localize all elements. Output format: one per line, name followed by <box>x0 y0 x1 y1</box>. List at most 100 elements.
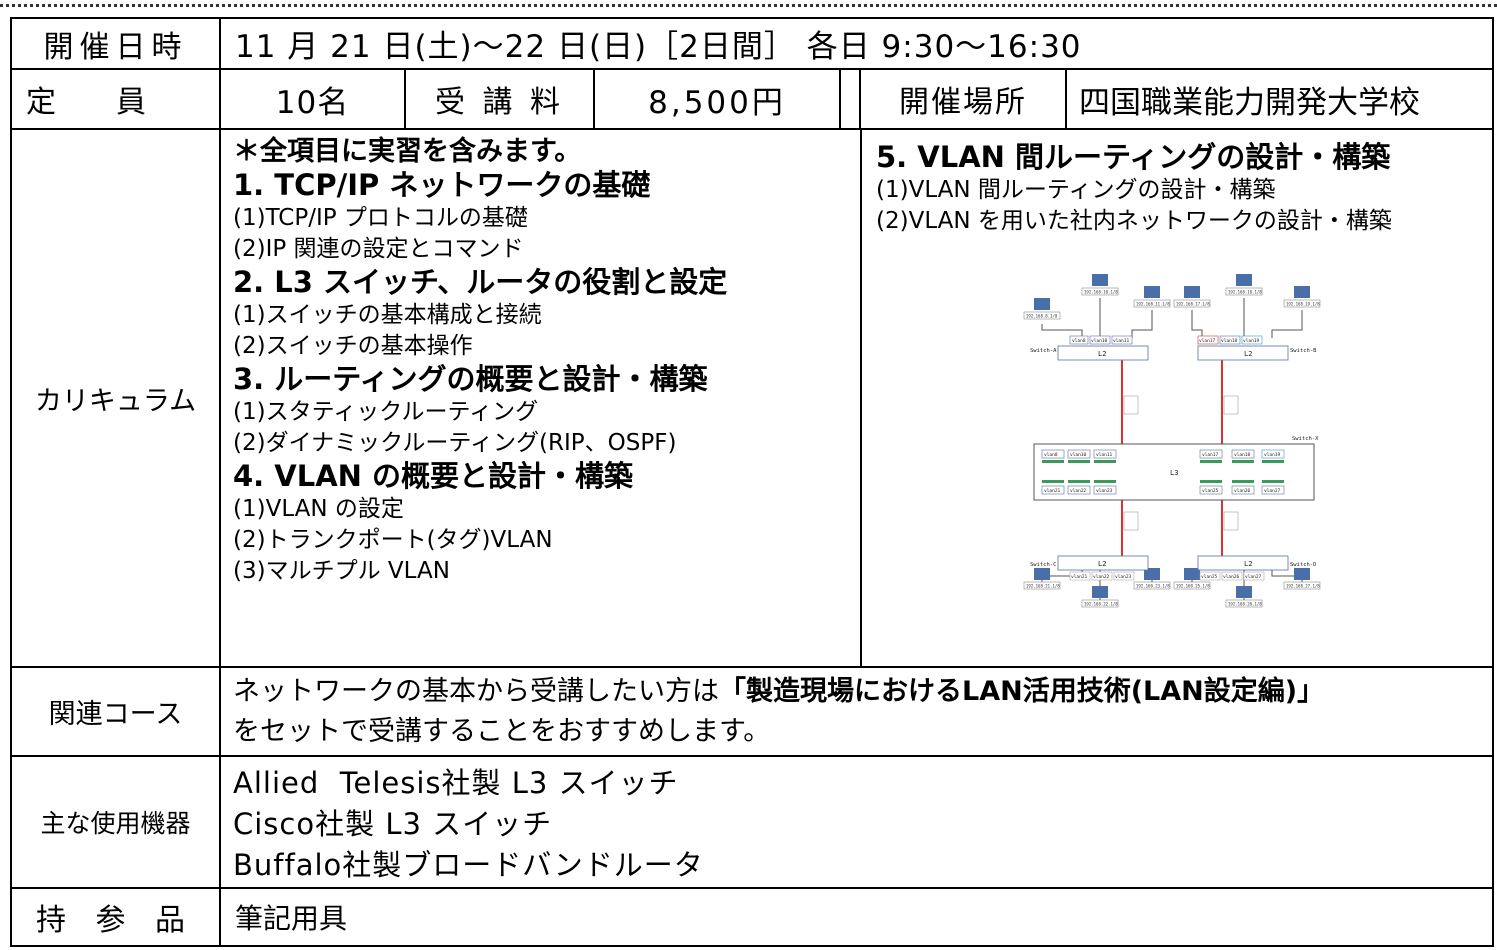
pc-icon <box>1236 274 1252 286</box>
pc-ip-label: 192.168.8.1/8 <box>1026 314 1058 319</box>
pc-ip-label: 192.168.18.1/8 <box>1228 290 1262 295</box>
dotted-separator <box>0 4 1497 7</box>
vlan-label: vlan8 <box>1044 452 1058 458</box>
pc-icon <box>1294 568 1310 580</box>
pc-icon <box>1144 286 1160 298</box>
related-line-1: ネットワークの基本から受講したい方は「製造現場におけるLAN活用技術(LAN設定… <box>233 672 1492 712</box>
vlan-label: vlan19 <box>1243 338 1260 344</box>
pc-icon <box>1034 568 1050 580</box>
vlan-label: vlan21 <box>1071 574 1088 580</box>
equipment-item: Allied Telesis社製 L3 スイッチ <box>233 766 679 800</box>
section-item: (2)IP 関連の設定とコマンド <box>233 236 524 262</box>
row-curriculum: カリキュラム ＊全項目に実習を含みます。 1. TCP/IP ネットワークの基礎… <box>10 130 1494 668</box>
schedule-value: 11 月 21 日(土)～22 日(日)［2日間］ 各日 9:30～16:30 <box>221 17 1494 70</box>
section-item: (1)VLAN 間ルーティングの設計・構築 <box>876 177 1276 203</box>
switch-a-type: L2 <box>1098 350 1106 358</box>
switch-c: L2 Switch-C vlan21 vlan22 vlan23 <box>1030 555 1149 581</box>
related-line-2: をセットで受講することをおすすめします。 <box>233 716 771 747</box>
fee-value: 8,500円 <box>595 70 841 130</box>
row-related: 関連コース ネットワークの基本から受講したい方は「製造現場におけるLAN活用技術… <box>10 668 1494 757</box>
pc-icon <box>1144 568 1160 580</box>
vlan-label: vlan22 <box>1093 574 1110 580</box>
section-title: 4. VLAN の概要と設計・構築 <box>233 459 634 493</box>
pc-ip-label: 192.168.27.1/8 <box>1286 584 1320 589</box>
switch-b: vlan17 vlan18 vlan19 L2 Switch-B <box>1197 335 1317 361</box>
switch-c-name: Switch-C <box>1030 562 1057 568</box>
vlan-label: vlan10 <box>1091 338 1108 344</box>
switch-b-name: Switch-B <box>1290 348 1317 354</box>
section-title: 1. TCP/IP ネットワークの基礎 <box>233 168 651 202</box>
row-capacity: 定 員 10名 受 講 料 8,500円 開催場所 四国職業能力開発大学校 <box>10 70 1494 130</box>
vlan-label: vlan21 <box>1044 488 1061 494</box>
switch-d: L2 Switch-D vlan25 vlan26 vlan27 <box>1197 555 1317 581</box>
pc-icon <box>1184 568 1200 580</box>
capacity-label-text: 定 員 <box>26 85 146 120</box>
switch-a: vlan8 vlan10 vlan11 L2 Switch-A <box>1030 335 1149 361</box>
related-label: 関連コース <box>10 668 221 757</box>
vlan-label: vlan25 <box>1201 574 1218 580</box>
venue-label: 開催場所 <box>861 70 1067 130</box>
pc-ip-label: 192.168.17.1/8 <box>1176 302 1210 307</box>
row-equipment: 主な使用機器 Allied Telesis社製 L3 スイッチ Cisco社製 … <box>10 757 1494 889</box>
section-item: (3)マルチプル VLAN <box>233 558 450 584</box>
section-item: (2)ダイナミックルーティング(RIP、OSPF) <box>233 430 677 456</box>
row-schedule: 開催日時 11 月 21 日(土)～22 日(日)［2日間］ 各日 9:30～1… <box>10 17 1494 70</box>
switch-d-name: Switch-D <box>1290 562 1317 568</box>
vlan-label: vlan18 <box>1234 452 1251 458</box>
switch-x-type: L3 <box>1170 469 1178 477</box>
vlan-network-diagram: 192.168.8.1/8 192.168.10.1/8 192.168.11.… <box>1023 274 1320 608</box>
switch-x: Switch-X L3 vlan8 vlan10 vlan11 vlan17 v… <box>1033 436 1319 501</box>
venue-value: 四国職業能力開発大学校 <box>1067 70 1494 130</box>
switch-c-type: L2 <box>1098 560 1106 568</box>
pc-ip-label: 192.168.11.1/8 <box>1136 302 1170 307</box>
pc-ip-labels-top: 192.168.8.1/8 192.168.10.1/8 192.168.11.… <box>1023 287 1320 320</box>
pc-ip-label: 192.168.23.1/8 <box>1136 584 1170 589</box>
pc-ip-label: 192.168.26.1/8 <box>1228 602 1262 607</box>
switch-b-type: L2 <box>1244 350 1252 358</box>
vlan-label: vlan19 <box>1264 452 1281 458</box>
pc-icon <box>1236 586 1252 598</box>
pc-icons-top <box>1034 274 1310 310</box>
equipment-item: Buffalo社製ブロードバンドルータ <box>233 848 704 882</box>
pc-ip-labels-bottom: 192.168.21.1/8 192.168.22.1/8 192.168.23… <box>1023 581 1320 608</box>
switch-d-type: L2 <box>1244 560 1252 568</box>
section-title: 3. ルーティングの概要と設計・構築 <box>233 362 708 396</box>
capacity-label: 定 員 <box>10 70 221 130</box>
vlan-label: vlan26 <box>1234 488 1251 494</box>
fee-label: 受 講 料 <box>406 70 595 130</box>
switch-a-name: Switch-A <box>1030 348 1057 354</box>
section-item: (1)スイッチの基本構成と接続 <box>233 302 542 328</box>
belongings-value: 筆記用具 <box>221 889 1494 947</box>
section-title: 5. VLAN 間ルーティングの設計・構築 <box>876 140 1391 174</box>
curriculum-left-column: ＊全項目に実習を含みます。 1. TCP/IP ネットワークの基礎 (1)TCP… <box>221 130 862 668</box>
vlan-label: vlan10 <box>1070 452 1087 458</box>
switch-x-name: Switch-X <box>1292 436 1319 442</box>
vlan-label: vlan11 <box>1096 452 1113 458</box>
vlan-label: vlan25 <box>1202 488 1219 494</box>
vlan-label: vlan23 <box>1115 574 1132 580</box>
pc-ip-label: 192.168.25.1/8 <box>1176 584 1210 589</box>
row-belongings: 持 参 品 筆記用具 <box>10 889 1494 947</box>
pc-icons-bottom <box>1034 568 1310 598</box>
vlan-label: vlan27 <box>1264 488 1281 494</box>
vlan-label: vlan27 <box>1245 574 1262 580</box>
equipment-label: 主な使用機器 <box>10 757 221 889</box>
equipment-list: Allied Telesis社製 L3 スイッチ Cisco社製 L3 スイッチ… <box>221 757 1494 889</box>
section-item: (2)トランクポート(タグ)VLAN <box>233 527 553 553</box>
belongings-label: 持 参 品 <box>10 889 221 947</box>
vlan-label: vlan22 <box>1070 488 1087 494</box>
section-item: (1)VLAN の設定 <box>233 496 404 522</box>
pc-icon <box>1184 286 1200 298</box>
port-markers <box>1042 460 1284 483</box>
vlan-label: vlan23 <box>1096 488 1113 494</box>
pc-icon <box>1092 274 1108 286</box>
vlan-label: vlan18 <box>1221 338 1238 344</box>
curriculum-note: ＊全項目に実習を含みます。 <box>233 136 582 167</box>
section-title: 2. L3 スイッチ、ルータの役割と設定 <box>233 265 728 299</box>
related-course-name: 「製造現場におけるLAN活用技術(LAN設定編)」 <box>719 676 1325 707</box>
vlan-label: vlan17 <box>1199 338 1216 344</box>
course-info-table: 開催日時 11 月 21 日(土)～22 日(日)［2日間］ 各日 9:30～1… <box>10 17 1494 947</box>
pc-icon <box>1092 586 1108 598</box>
pc-ip-label: 192.168.22.1/8 <box>1084 602 1118 607</box>
vlan-label: vlan26 <box>1223 574 1240 580</box>
